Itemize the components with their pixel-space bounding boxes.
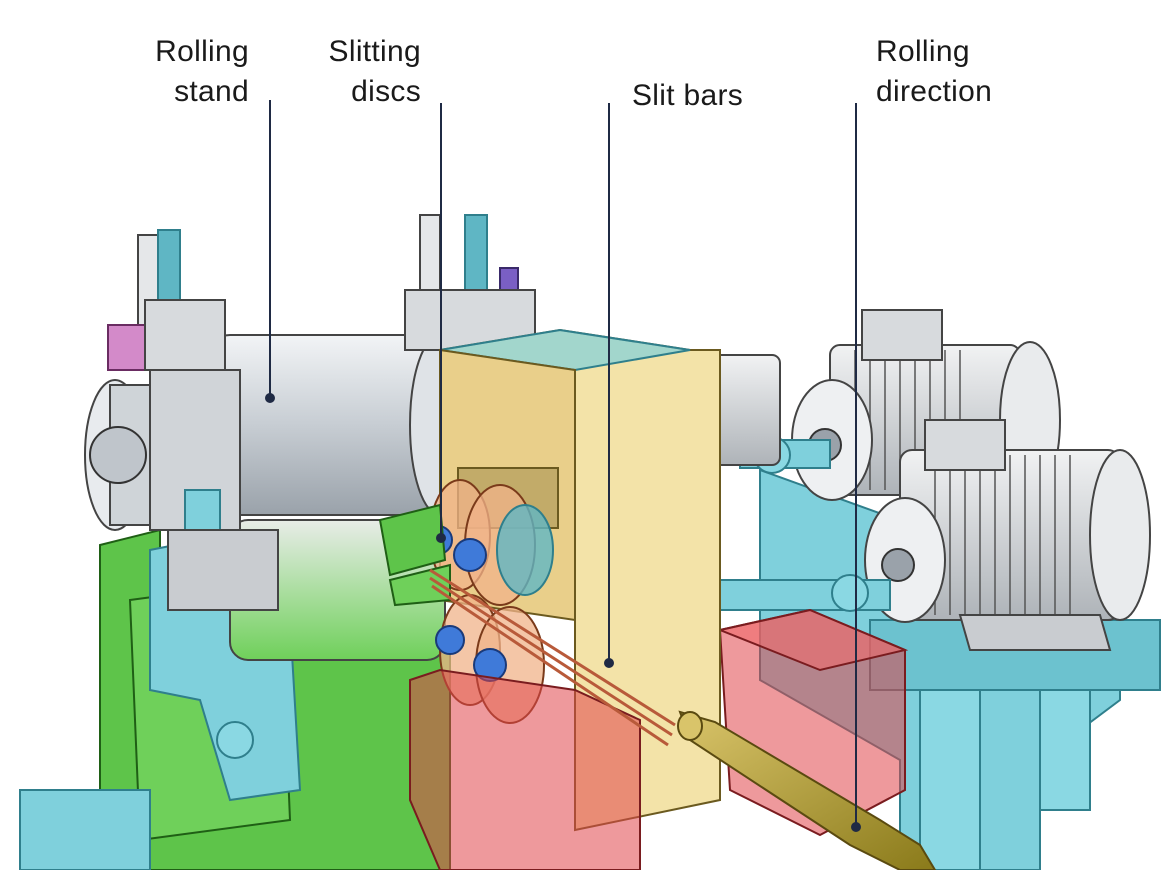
adjustment-screws-left: [107, 229, 279, 611]
entry-guide: [378, 503, 451, 607]
label-slitting-discs-line-1: Slitting: [328, 35, 421, 68]
label-rolling-stand-line-2: stand: [174, 75, 249, 108]
rolled-bar: [677, 710, 937, 870]
label-slit-bars-text: Slit bars: [632, 79, 744, 112]
label-rolling-direction-line-1: Rolling: [876, 35, 970, 68]
label-rolling-stand-line-1: Rolling: [155, 35, 249, 68]
slit-bars: [429, 568, 676, 747]
label-slitting-discs: Slitting discs: [329, 32, 421, 112]
label-slit-bars: Slit bars: [632, 76, 743, 116]
leader-lines: [265, 100, 861, 832]
label-rolling-direction-line-2: direction: [876, 75, 993, 108]
adjustment-screws-right: [404, 214, 536, 351]
lower-motor: [864, 419, 1151, 651]
label-rolling-direction: Rolling direction: [876, 32, 992, 112]
label-slitting-discs-line-2: discs: [351, 75, 421, 108]
upper-roll: [209, 334, 471, 516]
label-rolling-stand: Rolling stand: [155, 32, 249, 112]
exit-guide-box-left: [409, 668, 641, 870]
